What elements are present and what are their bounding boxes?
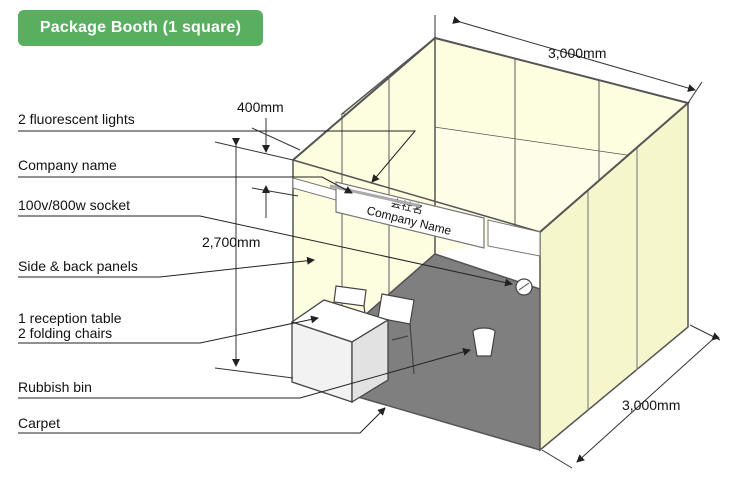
reception-table: [290, 299, 390, 404]
dimension-height: [214, 138, 294, 379]
leader-lines: [18, 130, 513, 434]
title-badge: Package Booth (1 square): [18, 10, 263, 46]
fascia-right: [487, 219, 541, 257]
width-dimension-label: 3,000mm: [548, 45, 606, 61]
label-company-name: Company name: [18, 157, 117, 173]
dimension-width: [434, 15, 703, 104]
label-panels: Side & back panels: [18, 258, 138, 274]
fascia-sign: [335, 181, 485, 249]
dimension-depth: [541, 324, 721, 469]
label-carpet: Carpet: [18, 415, 60, 431]
height-dimension-label: 2,700mm: [202, 234, 260, 250]
rubbish-bin-icon: [472, 327, 496, 357]
dimension-fascia: [251, 118, 301, 218]
fascia-dimension-label: 400mm: [237, 99, 284, 115]
label-folding-chairs: 2 folding chairs: [18, 325, 112, 341]
label-reception-table: 1 reception table: [18, 310, 122, 326]
label-socket: 100v/800w socket: [18, 197, 130, 213]
depth-dimension-label: 3,000mm: [622, 397, 680, 413]
label-fluorescent-lights: 2 fluorescent lights: [18, 111, 135, 127]
label-rubbish-bin: Rubbish bin: [18, 379, 92, 395]
